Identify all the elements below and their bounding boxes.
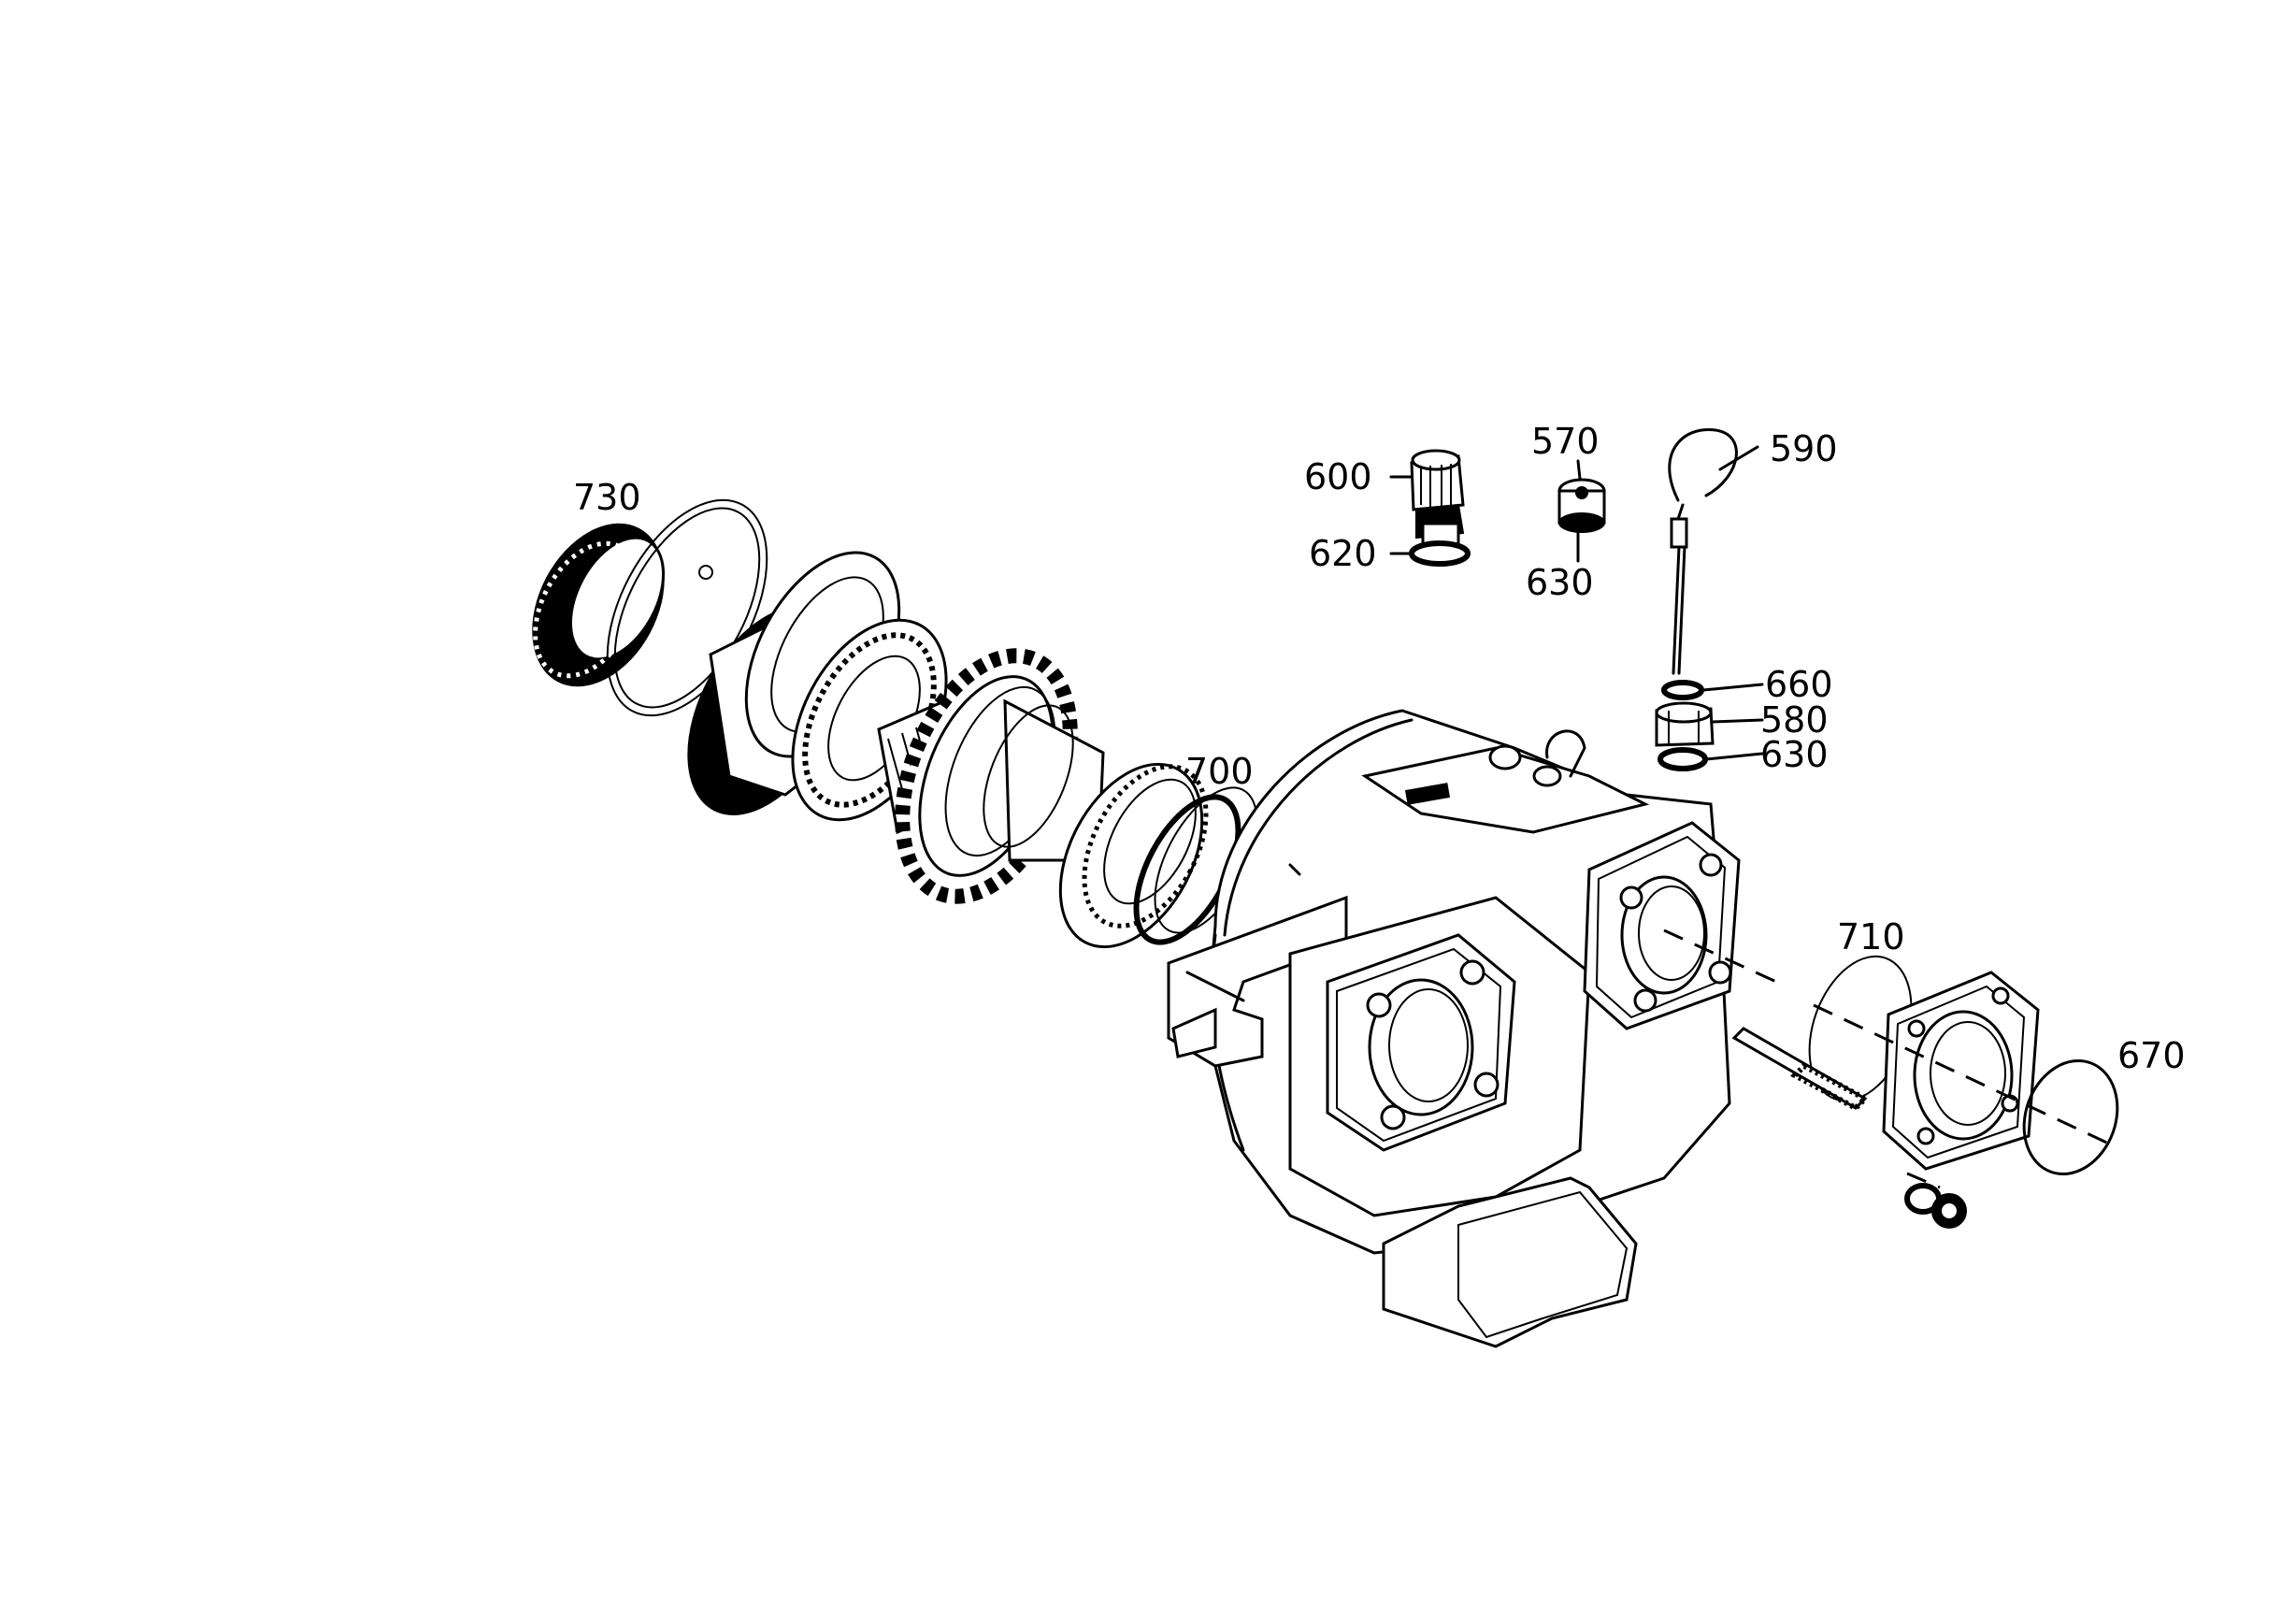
- part-label-630-top: 630: [1526, 562, 1594, 603]
- right-port-flange: [1583, 821, 1741, 1030]
- washer-620: [1409, 540, 1471, 567]
- nut-washer: [1904, 1183, 1967, 1229]
- tapered-roller-bearing: [1058, 762, 1209, 949]
- part-labels: 730 600 620 570 630 590 660 580 630 700 …: [573, 421, 2186, 1076]
- cover-flange: [1882, 971, 2040, 1171]
- part-label-700: 700: [1185, 751, 1254, 792]
- part-label-660: 660: [1765, 664, 1833, 705]
- dipstick-590: [1668, 427, 1738, 675]
- left-port-flange: [1326, 933, 1516, 1152]
- seal-ring-730: [532, 523, 666, 687]
- part-label-570: 570: [1531, 421, 1600, 462]
- part-label-580: 580: [1760, 699, 1829, 741]
- breather-cap-600: [1410, 449, 1465, 546]
- part-label-590: 590: [1770, 428, 1838, 469]
- part-label-710: 710: [1837, 916, 1905, 957]
- dipstick-fittings: [1655, 680, 1715, 771]
- assembly-axis-line-lower: [1906, 1172, 1941, 1189]
- cover-670: [2022, 1058, 2119, 1176]
- shaft-sleeve: [983, 698, 1105, 862]
- gear-housing: [1167, 709, 1741, 1348]
- part-label-630-bottom: 630: [1760, 734, 1829, 775]
- leader-lines: [1389, 445, 1764, 761]
- assembly-axis-line: [1663, 928, 2114, 1147]
- part-label-600: 600: [1304, 456, 1372, 497]
- part-label-730: 730: [573, 477, 641, 518]
- stud-bolt: [1731, 1027, 1870, 1112]
- part-label-620: 620: [1309, 533, 1377, 574]
- plug-570: [1557, 478, 1606, 533]
- part-label-670: 670: [2117, 1035, 2186, 1076]
